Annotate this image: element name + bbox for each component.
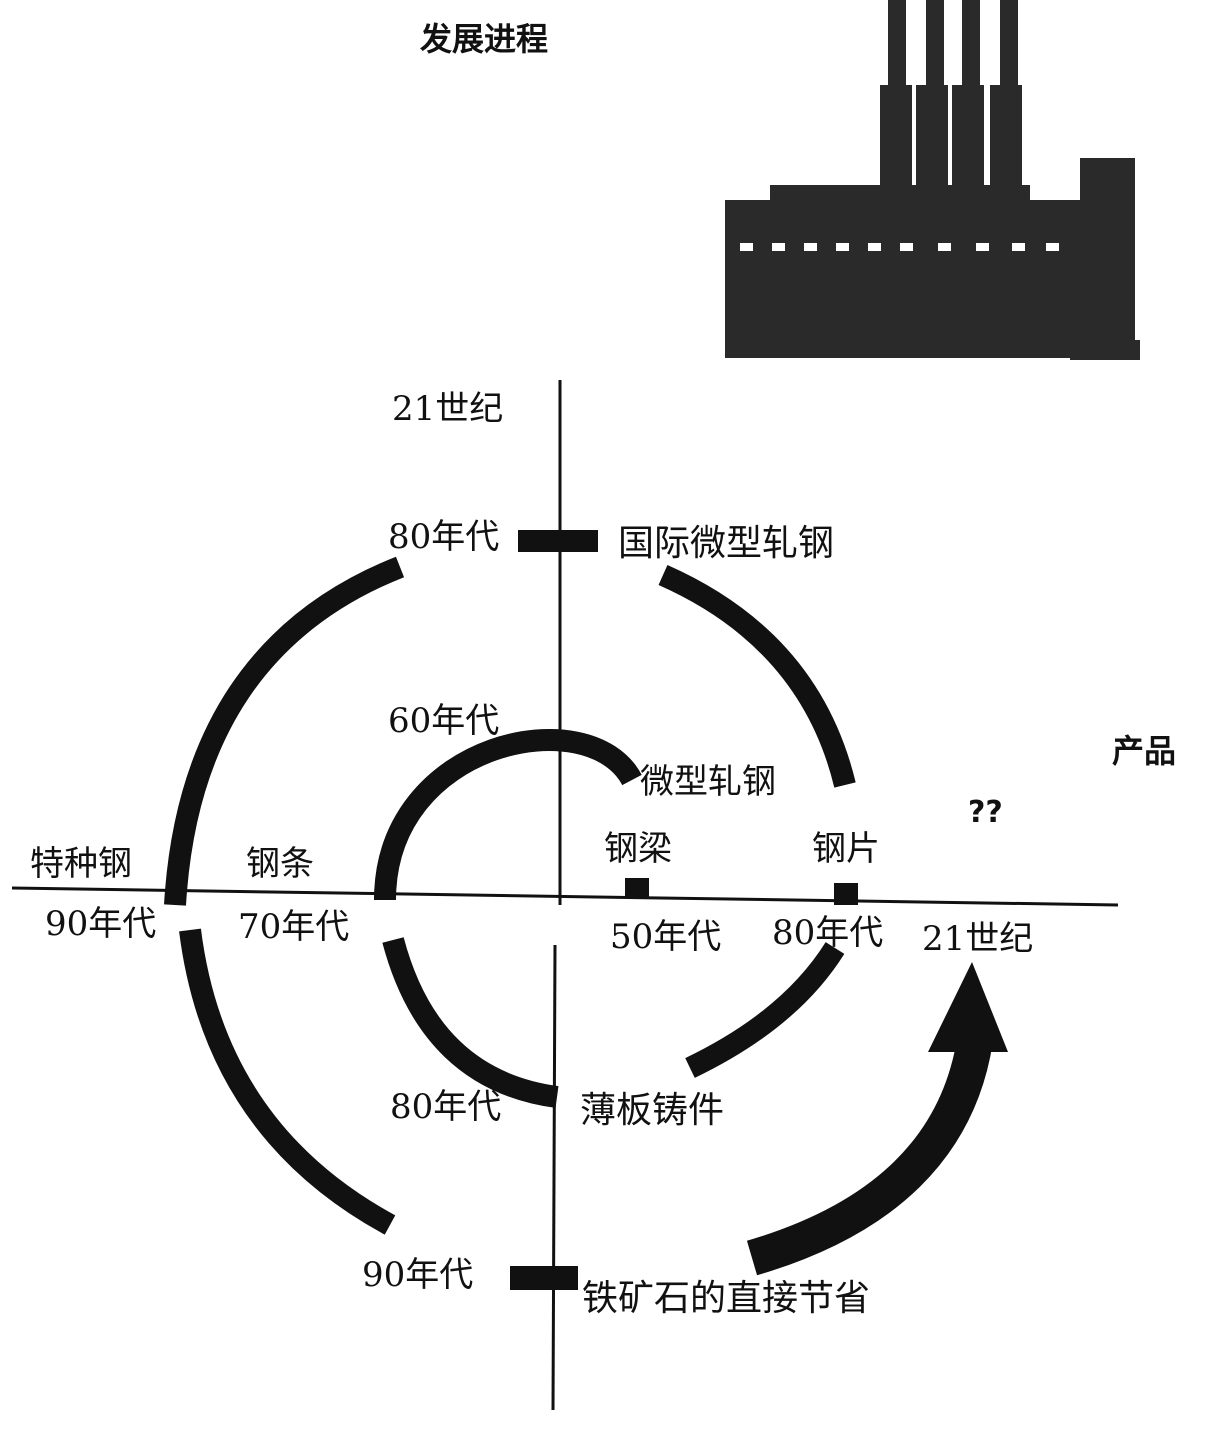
diagram-title: 发展进程 (420, 20, 548, 58)
outer-arc-top-right (658, 564, 856, 788)
question-mark: ?? (968, 795, 1003, 830)
label-bottom-80s: 80年代 (390, 1087, 501, 1127)
label-left-60s: 60年代 (388, 701, 499, 741)
progress-arrow-head (928, 962, 1008, 1052)
inner-arc-bottom-right (685, 942, 845, 1078)
label-thin-slab-casting: 薄板铸件 (580, 1090, 724, 1131)
progress-arrow-shaft (746, 1036, 993, 1276)
marker-bottom-90s (510, 1266, 578, 1290)
marker-top-80s (518, 530, 598, 552)
label-top-century: 21世纪 (392, 389, 503, 429)
label-right-50s: 50年代 (610, 917, 721, 957)
label-top-80s: 80年代 (388, 517, 499, 557)
label-right-80s: 80年代 (772, 913, 883, 953)
y-axis-label: 产品 (1112, 732, 1176, 770)
label-left-70s: 70年代 (238, 907, 349, 947)
inner-arc-top (374, 729, 642, 901)
outer-arc-top-left (164, 556, 405, 906)
label-steel-sheet: 钢片 (812, 829, 880, 869)
marker-steel-sheet (834, 883, 858, 905)
label-intl-micro-rolling: 国际微型轧钢 (618, 523, 834, 564)
label-direct-iron-ore-saving: 铁矿石的直接节省 (582, 1278, 870, 1319)
label-special-steel: 特种钢 (30, 844, 132, 884)
label-bottom-90s: 90年代 (362, 1255, 473, 1295)
vertical-axis-bottom (551, 944, 557, 1411)
label-steel-beam: 钢梁 (604, 829, 672, 869)
label-right-century: 21世纪 (922, 919, 1033, 959)
inner-arc-bottom-left (382, 937, 559, 1108)
outer-arc-bottom-left (179, 928, 396, 1235)
label-steel-bar: 钢条 (246, 844, 314, 884)
marker-steel-beam (625, 878, 649, 898)
factory-icon (725, 0, 1140, 360)
horizontal-axis (11, 886, 1119, 907)
label-left-90s: 90年代 (45, 904, 156, 944)
label-micro-rolling: 微型轧钢 (640, 762, 776, 802)
